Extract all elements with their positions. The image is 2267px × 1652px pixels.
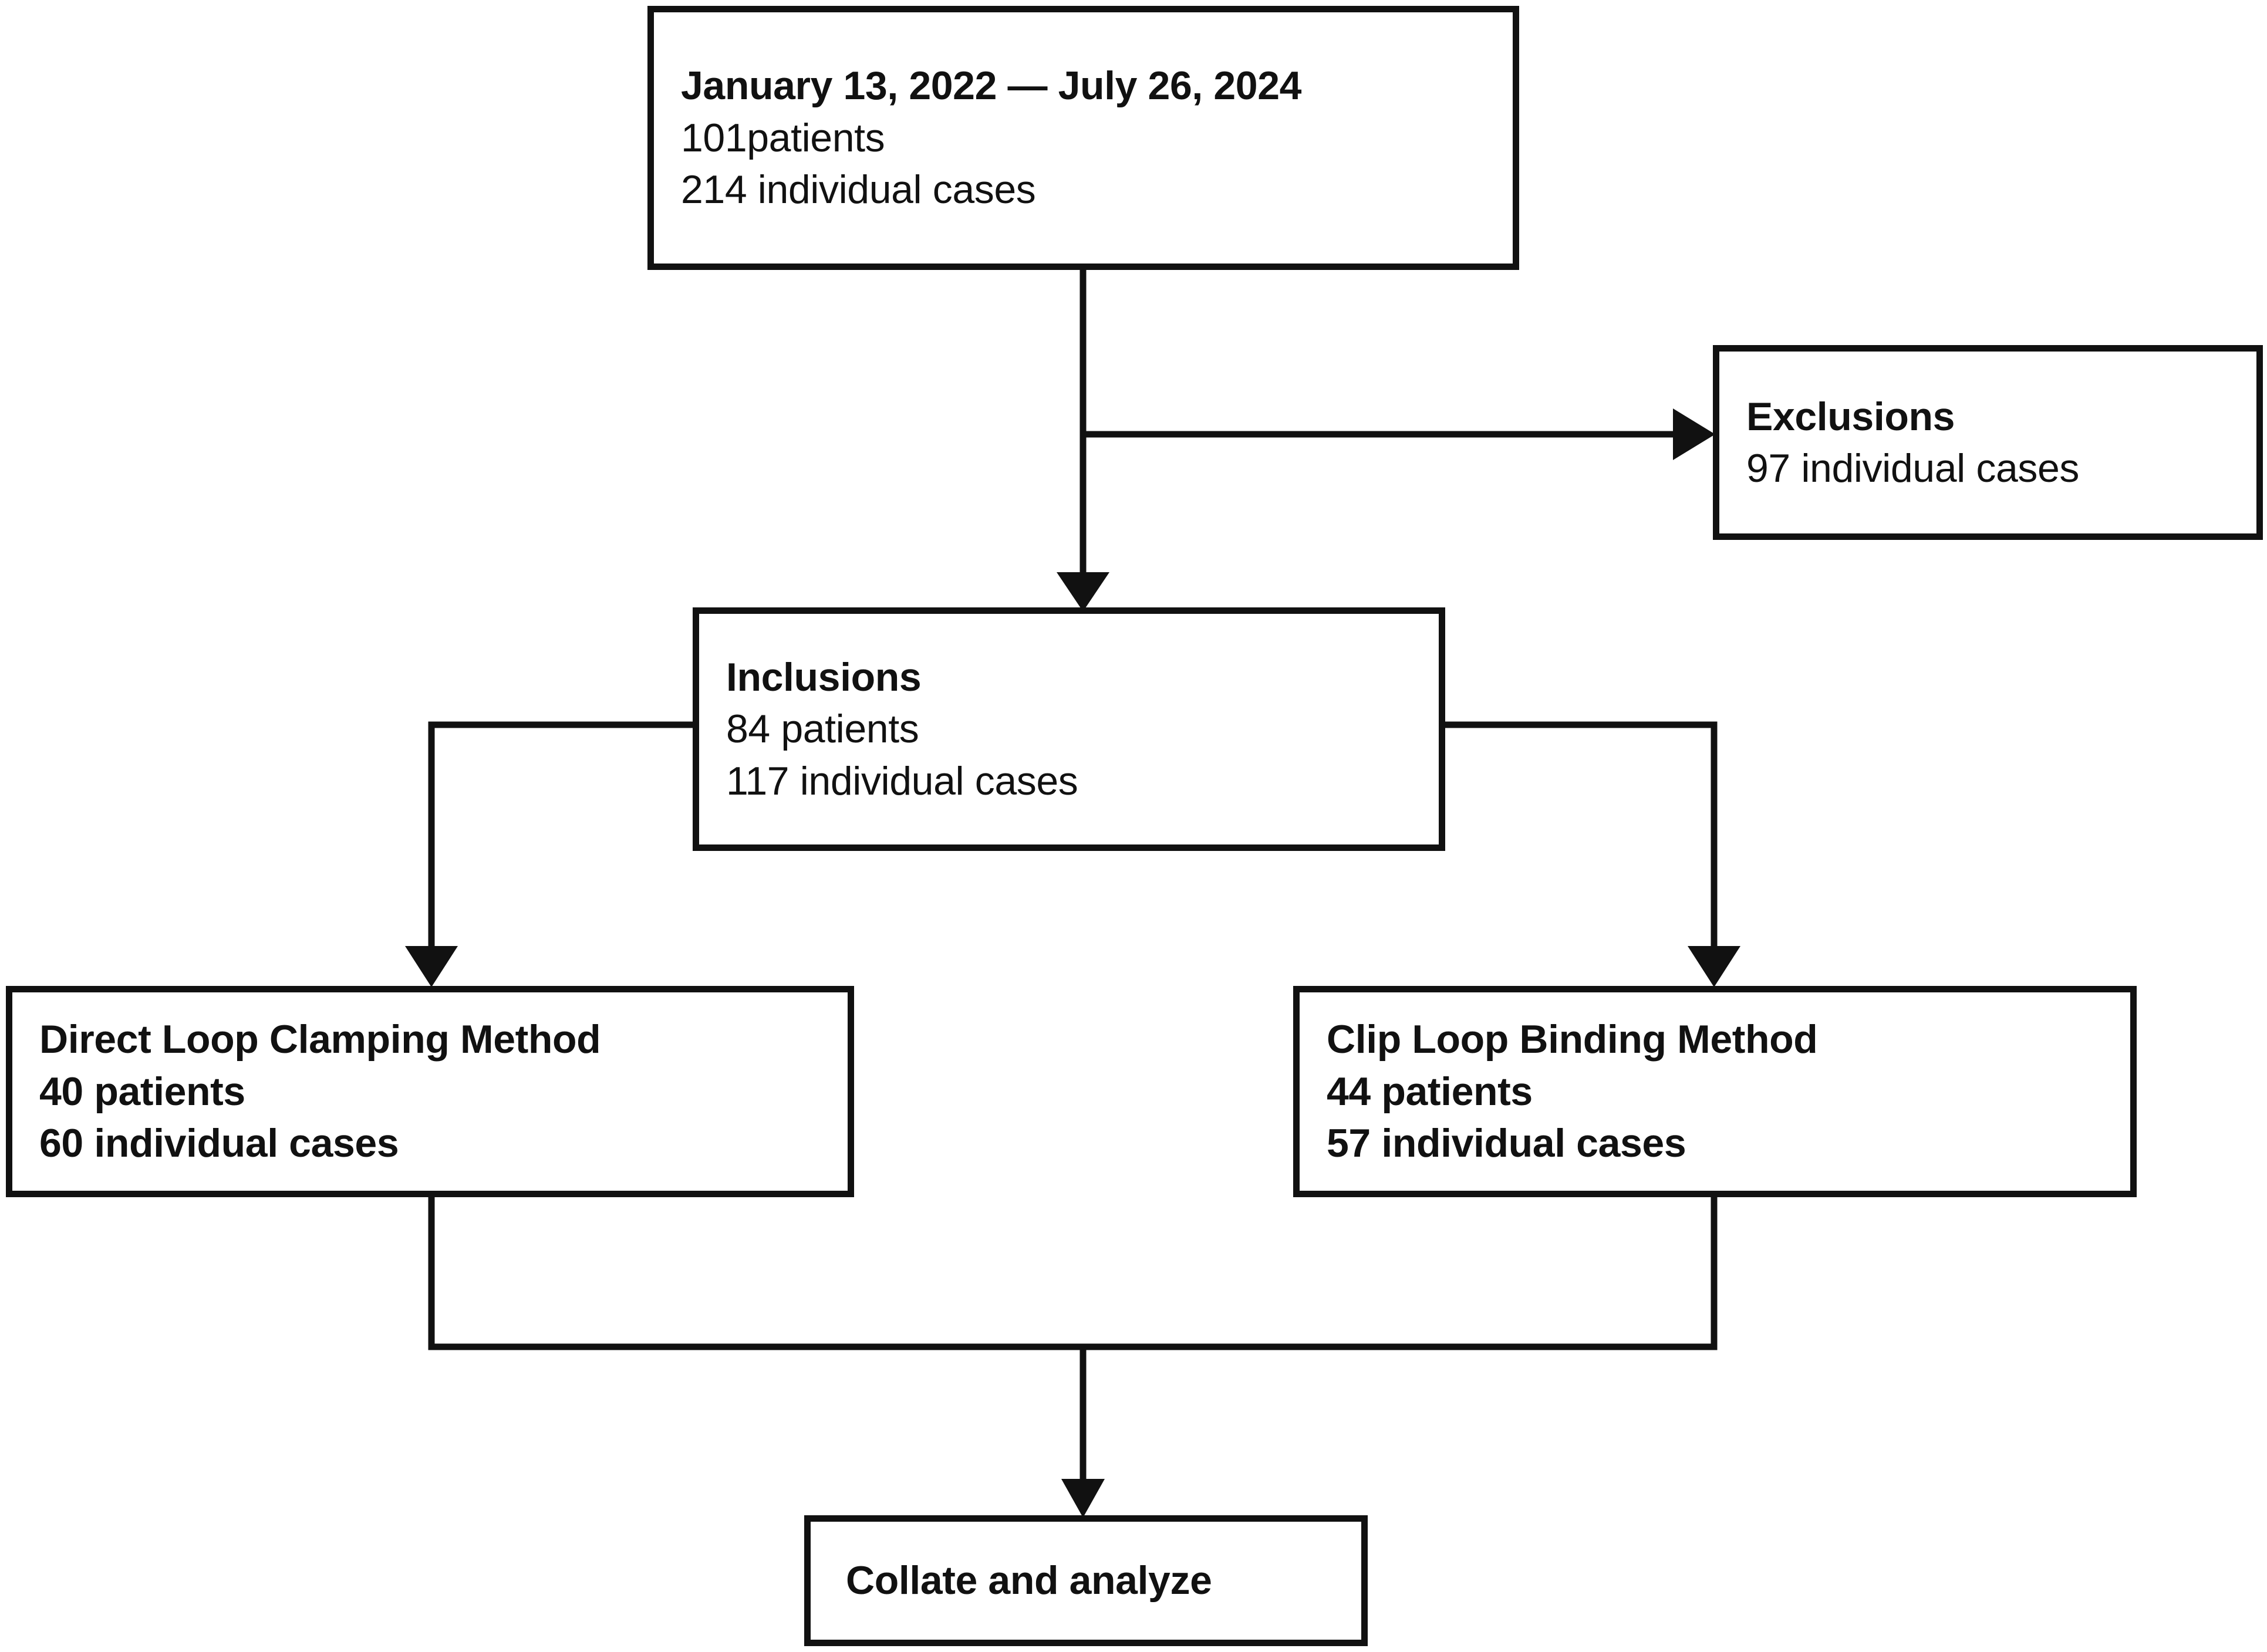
collate-and-analyze-box: Collate and analyze — [804, 1515, 1368, 1646]
direct-loop-heading: Direct Loop Clamping Method — [39, 1017, 601, 1062]
exclusions-box: Exclusions 97 individual cases — [1713, 345, 2263, 540]
enrollment-cases: 214 individual cases — [681, 167, 1036, 212]
inclusions-cases: 117 individual cases — [726, 758, 1078, 803]
edge-inclusions-to-clip-loop — [1444, 721, 1740, 987]
edge-enrollment-to-exclusions — [1083, 408, 1715, 460]
clip-loop-cases: 57 individual cases — [1327, 1121, 1686, 1166]
edge-inclusions-to-direct-loop — [405, 721, 694, 987]
direct-loop-patients: 40 patients — [39, 1069, 245, 1114]
exclusions-heading: Exclusions — [1746, 394, 1955, 439]
inclusions-patients: 84 patients — [726, 707, 919, 752]
enrollment-box: January 13, 2022 — July 26, 2024 101pati… — [647, 6, 1519, 270]
inclusions-box: Inclusions 84 patients 117 individual ca… — [693, 607, 1445, 851]
enrollment-date-range: January 13, 2022 — July 26, 2024 — [681, 63, 1302, 109]
inclusions-heading: Inclusions — [726, 654, 922, 700]
clip-loop-patients: 44 patients — [1327, 1069, 1533, 1114]
exclusions-cases: 97 individual cases — [1746, 446, 2079, 491]
collate-label: Collate and analyze — [846, 1558, 1212, 1603]
enrollment-patients: 101patients — [681, 115, 885, 160]
direct-loop-cases: 60 individual cases — [39, 1121, 399, 1166]
clip-loop-heading: Clip Loop Binding Method — [1327, 1017, 1818, 1062]
edge-enrollment-to-inclusions — [1057, 270, 1109, 612]
edge-methods-to-collate — [428, 1197, 1718, 1518]
direct-loop-clamping-box: Direct Loop Clamping Method 40 patients … — [6, 986, 854, 1197]
clip-loop-binding-box: Clip Loop Binding Method 44 patients 57 … — [1293, 986, 2137, 1197]
